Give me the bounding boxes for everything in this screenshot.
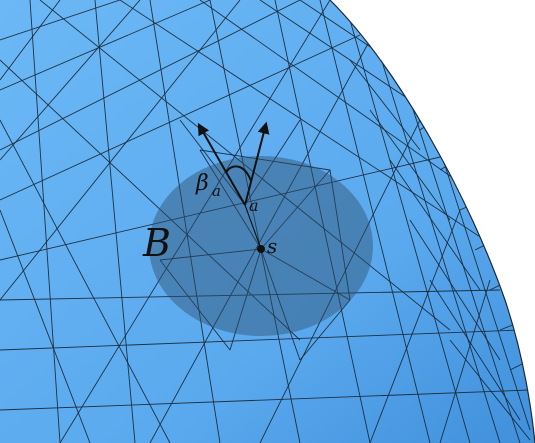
mesh-edge xyxy=(0,329,521,351)
mesh-edge xyxy=(159,248,262,261)
mesh-edge xyxy=(0,0,141,161)
mesh-edge xyxy=(0,389,531,411)
mesh-edge xyxy=(0,209,91,443)
mesh-edge xyxy=(260,169,331,250)
mesh-edge xyxy=(199,149,331,171)
mesh-edge xyxy=(179,119,246,206)
point-s xyxy=(257,245,265,253)
mesh-edge xyxy=(439,149,531,431)
mesh-edge xyxy=(439,139,491,171)
mesh-edge xyxy=(369,109,451,221)
mesh-edge xyxy=(29,0,61,443)
mesh-edge xyxy=(359,0,401,31)
mesh-edge xyxy=(409,99,521,443)
mesh-edge xyxy=(199,0,471,191)
mesh-edge xyxy=(409,219,501,361)
mesh-edge xyxy=(0,59,301,341)
mesh-edge xyxy=(0,0,121,41)
mesh-edge xyxy=(159,259,231,351)
mesh-edge xyxy=(0,289,501,301)
mesh-edge xyxy=(119,0,501,251)
mesh-edge xyxy=(329,169,351,301)
mesh-edge xyxy=(229,248,262,351)
mesh-edge xyxy=(429,279,521,421)
mesh-edge xyxy=(0,0,241,301)
mesh-edge xyxy=(260,248,301,361)
mesh-edge xyxy=(94,0,136,443)
mesh-edge xyxy=(199,149,262,250)
normal-arrow-left xyxy=(197,122,246,206)
mesh-edge xyxy=(319,0,431,443)
mesh-edge xyxy=(379,54,501,443)
mesh-edge xyxy=(0,0,61,81)
angle-arc xyxy=(225,165,252,182)
label-b: B xyxy=(142,221,171,265)
label-beta: β xyxy=(195,171,209,196)
mesh-edge xyxy=(209,0,301,443)
mesh-edge xyxy=(439,279,491,443)
normal-arrow-right xyxy=(244,121,270,206)
label-a: a xyxy=(249,196,259,215)
mesh-edge xyxy=(274,0,371,443)
mesh-edge xyxy=(0,34,361,201)
mesh-edge xyxy=(389,159,481,291)
mesh-edge xyxy=(299,299,351,361)
highlight-edges xyxy=(244,204,262,250)
mesh-edge xyxy=(259,119,421,443)
surface-silhouette xyxy=(329,0,535,443)
mesh-edge xyxy=(449,339,531,441)
mesh-edge xyxy=(379,29,421,61)
label-beta-subscript: a xyxy=(212,182,221,200)
mesh-edge xyxy=(369,209,461,443)
mesh-edge xyxy=(419,94,471,131)
mesh-edge xyxy=(349,59,421,151)
mesh-edge xyxy=(0,0,301,151)
mesh-edge xyxy=(149,0,221,443)
mesh-edge xyxy=(149,39,371,443)
mesh-edge xyxy=(244,119,301,206)
mesh-edge xyxy=(0,119,171,443)
mesh-edge xyxy=(349,19,471,443)
mesh-edge xyxy=(260,248,351,301)
label-s: s xyxy=(267,234,277,258)
mesh-edge xyxy=(399,59,441,91)
mesh-edge xyxy=(39,0,451,331)
mesh-edge xyxy=(59,0,331,443)
